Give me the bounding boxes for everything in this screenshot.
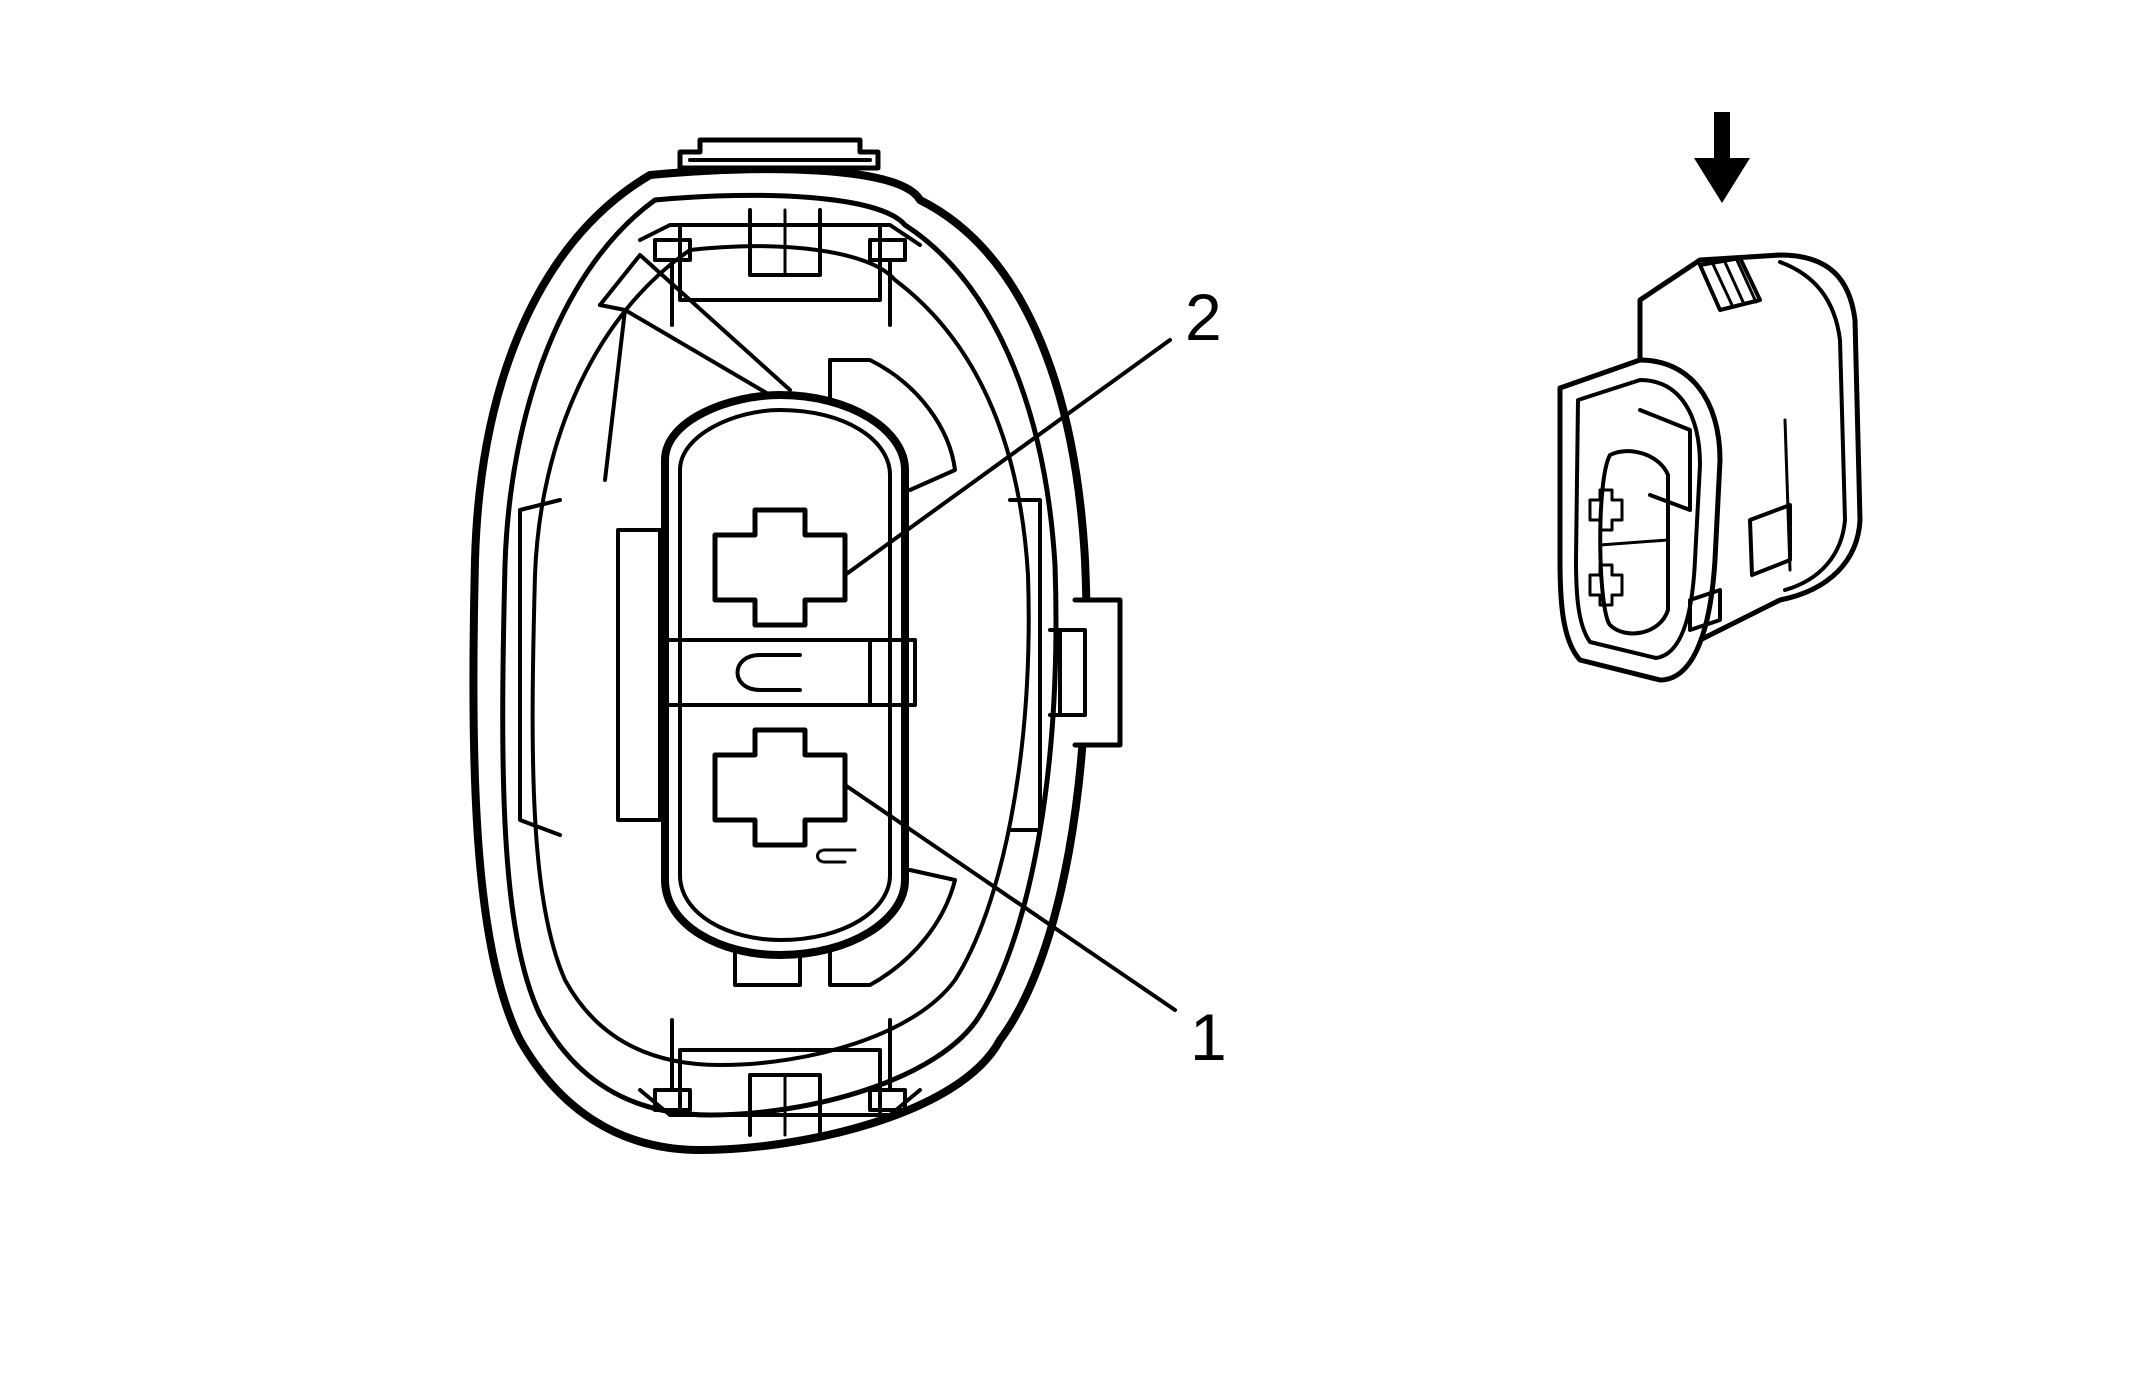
top-lock-tab: [677, 137, 881, 171]
connector-isometric-view: [1557, 252, 1863, 683]
pin-mark-icon: [816, 848, 857, 864]
connector-housing-ring: [500, 192, 1059, 1118]
callout-2-label: 2: [1185, 280, 1222, 354]
connector-inner-ring: [530, 244, 1031, 1067]
callout-2-leader: [843, 338, 1172, 577]
callout-1: 1: [843, 783, 1227, 1074]
connector-face-view: [469, 137, 1123, 1154]
center-divider: [658, 638, 917, 707]
right-side-tab: [1072, 597, 1123, 748]
top-latch: [638, 223, 922, 247]
callout-2: 2: [843, 280, 1222, 577]
callout-1-leader: [843, 783, 1177, 1012]
terminal-cavity-outline: [661, 391, 909, 959]
arrow-down-icon: [1694, 112, 1750, 203]
callout-1-label: 1: [1190, 1000, 1227, 1074]
terminal-1: [712, 727, 848, 848]
terminal-2: [712, 507, 848, 628]
connector-outer-housing: [469, 165, 1091, 1154]
